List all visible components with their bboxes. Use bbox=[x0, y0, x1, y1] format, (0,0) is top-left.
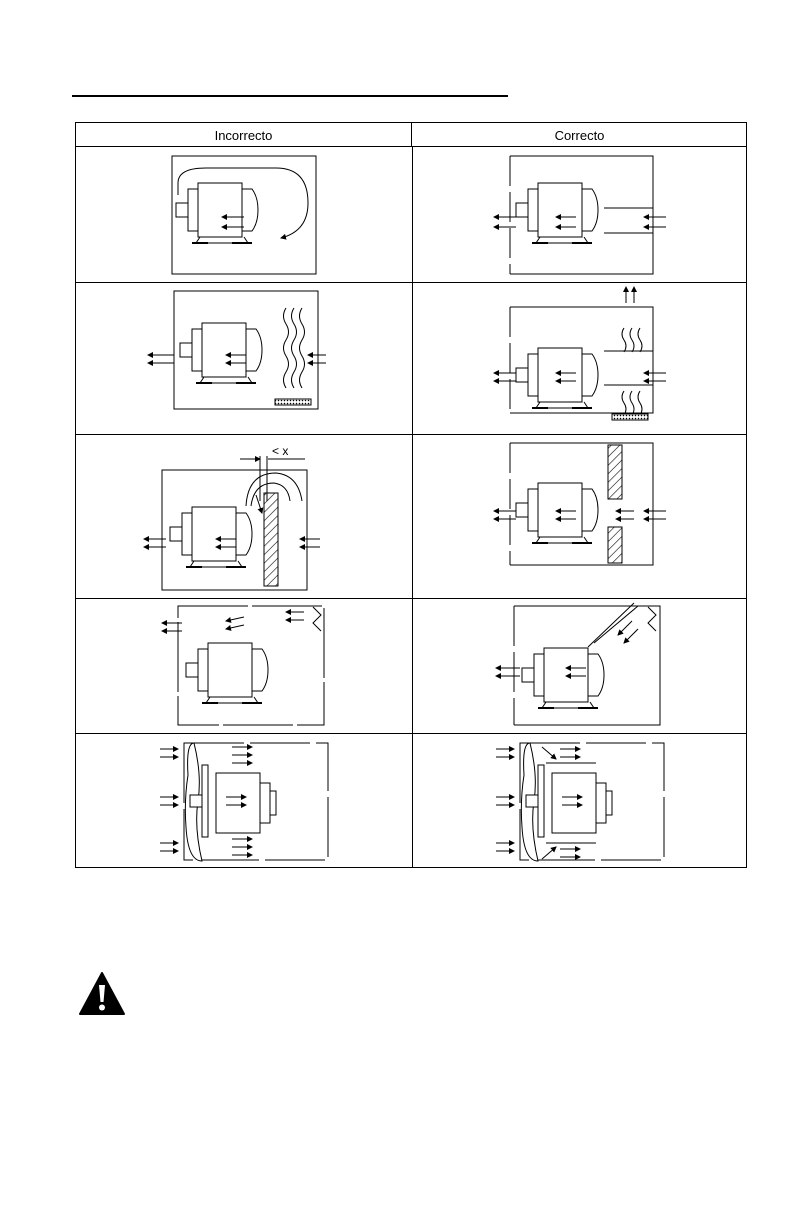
diagram-r1-incorrect bbox=[172, 156, 316, 274]
warning-triangle-icon bbox=[78, 970, 126, 1018]
distance-label: < x bbox=[272, 444, 288, 458]
diagram-r3-incorrect: < x bbox=[144, 444, 320, 590]
section-heading-rule bbox=[72, 95, 508, 97]
diagrams-layer: < x bbox=[76, 123, 747, 868]
diagram-r1-correct bbox=[494, 156, 666, 274]
diagram-r2-correct bbox=[494, 287, 666, 420]
diagram-r4-correct bbox=[496, 603, 660, 725]
diagram-r2-incorrect bbox=[148, 291, 326, 409]
diagram-r5-correct bbox=[496, 743, 664, 861]
diagram-r5-incorrect bbox=[160, 743, 328, 861]
ventilation-comparison-table: Incorrecto Correcto bbox=[75, 122, 747, 868]
diagram-r4-incorrect bbox=[162, 606, 324, 725]
diagram-r3-correct bbox=[494, 443, 666, 565]
